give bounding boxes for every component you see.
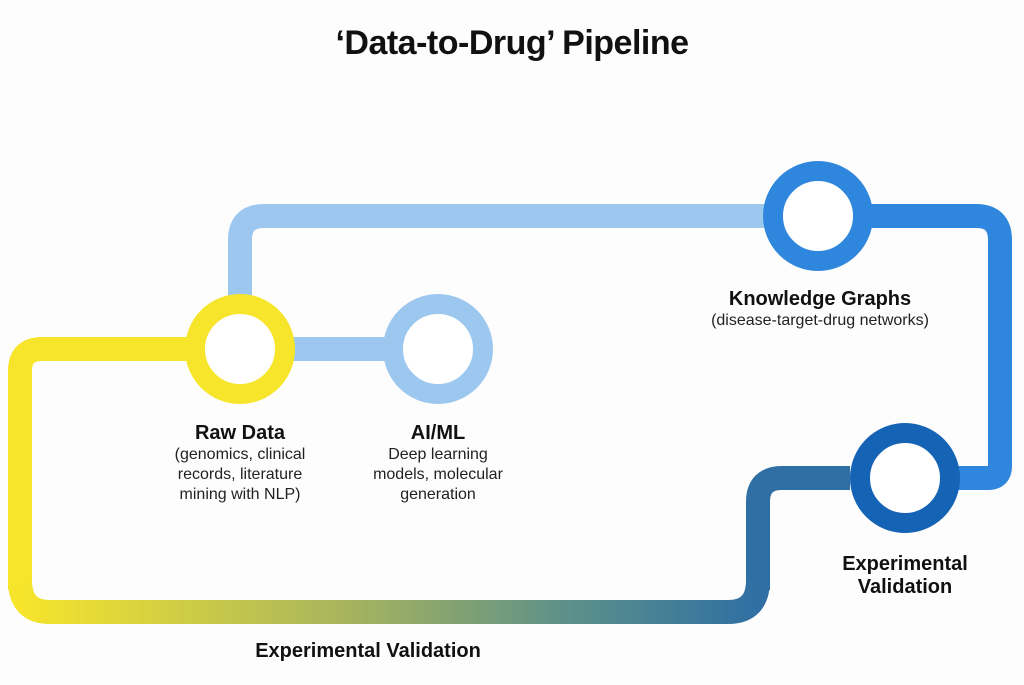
node-ai-ml[interactable] <box>383 294 493 404</box>
label-ai-ml-desc-3: generation <box>400 486 476 503</box>
label-raw-data: Raw Data (genomics, clinical records, li… <box>140 422 340 505</box>
label-raw-data-desc-2: records, literature <box>177 466 303 483</box>
bottom-path-label: Experimental Validation <box>255 640 481 662</box>
label-ai-ml-desc-2: models, molecular <box>373 466 503 483</box>
node-experimental-validation[interactable] <box>850 423 960 533</box>
path-raw-to-knowledge <box>228 204 810 300</box>
label-knowledge-graphs: Knowledge Graphs (disease-target-drug ne… <box>670 288 970 331</box>
label-experimental-validation-line-2: Validation <box>857 576 953 598</box>
path-knowledge-to-validation <box>850 204 1012 490</box>
path-bottom-gradient-fill-right <box>746 560 770 582</box>
diagram-title: ‘Data-to-Drug’ Pipeline <box>335 24 689 62</box>
label-knowledge-graphs-title: Knowledge Graphs <box>728 288 912 310</box>
path-validation-down <box>746 466 850 590</box>
label-ai-ml-desc-1: Deep learning <box>388 446 488 463</box>
path-bottom-gradient-fill <box>8 560 32 582</box>
label-experimental-validation: Experimental Validation <box>805 553 1005 599</box>
node-raw-data[interactable] <box>185 294 295 404</box>
path-bottom-gradient <box>8 579 770 624</box>
path-raw-left <box>8 337 200 590</box>
label-ai-ml-title: AI/ML <box>410 422 466 444</box>
label-raw-data-desc-3: mining with NLP) <box>179 486 301 503</box>
label-raw-data-desc-1: (genomics, clinical <box>174 446 306 463</box>
label-raw-data-title: Raw Data <box>194 422 286 444</box>
label-knowledge-graphs-desc: (disease-target-drug networks) <box>711 312 929 329</box>
node-knowledge-graphs[interactable] <box>763 161 873 271</box>
label-experimental-validation-line-1: Experimental <box>842 553 968 575</box>
label-ai-ml: AI/ML Deep learning models, molecular ge… <box>338 422 538 505</box>
